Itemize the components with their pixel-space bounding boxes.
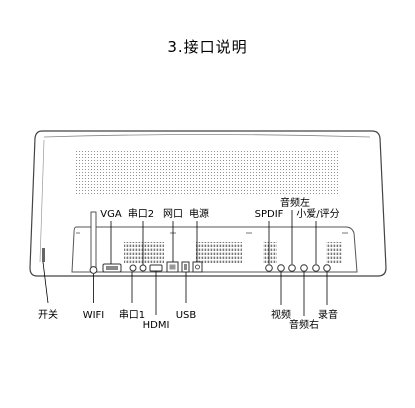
label-audio-right: 音频右 xyxy=(289,318,319,331)
spdif-port[interactable] xyxy=(265,264,273,272)
device-inner-edge xyxy=(39,139,45,263)
label-xiaoai: 小爱/评分 xyxy=(296,207,339,220)
label-video: 视频 xyxy=(271,308,291,321)
vent-left xyxy=(124,242,164,264)
vent-middle xyxy=(196,242,242,264)
vent-right-b xyxy=(326,242,342,264)
serial2-port[interactable] xyxy=(139,264,147,272)
vent-right-a xyxy=(263,242,277,264)
audio-right-port[interactable] xyxy=(300,264,308,272)
label-power: 电源 xyxy=(189,207,209,220)
xiaoai-port[interactable] xyxy=(312,264,320,272)
label-spdif: SPDIF xyxy=(255,209,284,220)
label-hdmi: HDMI xyxy=(143,320,170,331)
label-usb: USB xyxy=(176,310,197,321)
label-wifi: WIFI xyxy=(83,310,105,321)
serial1-port[interactable] xyxy=(129,264,137,272)
leader-lines xyxy=(42,210,328,316)
audio-left-port[interactable] xyxy=(288,264,296,272)
wifi-port[interactable] xyxy=(89,266,98,274)
video-port[interactable] xyxy=(277,264,285,272)
hdmi-port[interactable] xyxy=(149,264,163,272)
power-switch-button[interactable] xyxy=(42,248,45,262)
label-serial1: 串口1 xyxy=(119,309,145,321)
label-power-switch: 开关 xyxy=(38,308,58,321)
page-title: 3.接口说明 xyxy=(167,38,248,56)
device-top-edge xyxy=(43,134,371,138)
label-vga: VGA xyxy=(100,209,122,220)
wifi-antenna xyxy=(90,211,97,273)
label-serial2: 串口2 xyxy=(128,208,154,220)
speaker-grille xyxy=(75,149,340,195)
label-record: 录音 xyxy=(318,308,338,321)
record-port[interactable] xyxy=(323,264,331,272)
label-network: 网口 xyxy=(163,208,183,220)
label-audio-left: 音频左 xyxy=(280,196,310,209)
